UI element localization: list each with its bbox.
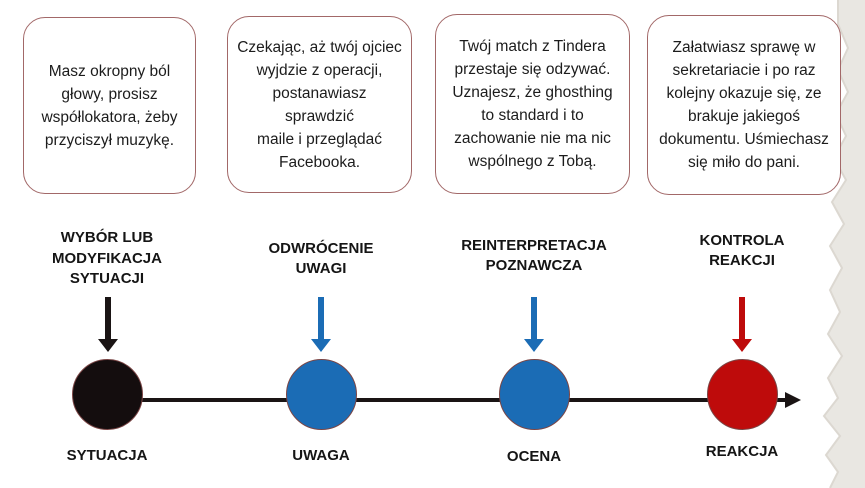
node-label-ocena: OCENA <box>506 448 562 465</box>
down-arrow-head <box>98 339 118 352</box>
scenario-box-ocena: Twój match z Tindera przestaje się odzyw… <box>435 14 630 194</box>
process-label-situation-selection: WYBÓR LUB MODYFIKACJA SYTUACJI <box>51 229 162 288</box>
process-label-cognitive-reappraisal: REINTERPRETACJA POZNAWCZA <box>461 236 607 275</box>
node-circle-uwaga <box>286 359 357 430</box>
down-arrow-shaft <box>531 297 537 340</box>
node-label-reakcja: REAKCJA <box>705 443 779 460</box>
down-arrow-head <box>311 339 331 352</box>
process-label-attention-deployment: ODWRÓCENIE UWAGI <box>268 239 374 278</box>
scenario-text: Czekając, aż twój ojciec wyjdzie z opera… <box>237 38 402 171</box>
down-arrow-shaft <box>318 297 324 340</box>
down-arrow-icon <box>311 297 331 352</box>
scenario-text: Masz okropny ból głowy, prosisz współlok… <box>41 62 178 149</box>
node-circle-sytuacja <box>72 359 143 430</box>
scenario-text: Twój match z Tindera przestaje się odzyw… <box>452 38 613 170</box>
node-label-uwaga: UWAGA <box>292 447 350 464</box>
down-arrow-shaft <box>105 297 111 340</box>
node-circle-reakcja <box>707 359 778 430</box>
timeline-arrow-right-icon <box>785 392 801 408</box>
scenario-box-uwaga: Czekając, aż twój ojciec wyjdzie z opera… <box>227 16 412 193</box>
down-arrow-head <box>732 339 752 352</box>
scenario-box-reakcja: Załatwiasz sprawę w sekretariacie i po r… <box>647 15 841 195</box>
down-arrow-shaft <box>739 297 745 340</box>
scenario-box-sytuacja: Masz okropny ból głowy, prosisz współlok… <box>23 17 196 194</box>
down-arrow-head <box>524 339 544 352</box>
process-label-response-control: KONTROLA REAKCJI <box>699 231 785 270</box>
down-arrow-icon <box>98 297 118 352</box>
torn-paper-shape <box>824 0 865 488</box>
down-arrow-icon <box>524 297 544 352</box>
torn-paper-edge-line <box>822 0 850 488</box>
timeline-axis <box>73 398 787 402</box>
scenario-text: Załatwiasz sprawę w sekretariacie i po r… <box>659 39 829 171</box>
down-arrow-icon <box>732 297 752 352</box>
node-label-sytuacja: SYTUACJA <box>66 447 148 464</box>
node-circle-ocena <box>499 359 570 430</box>
